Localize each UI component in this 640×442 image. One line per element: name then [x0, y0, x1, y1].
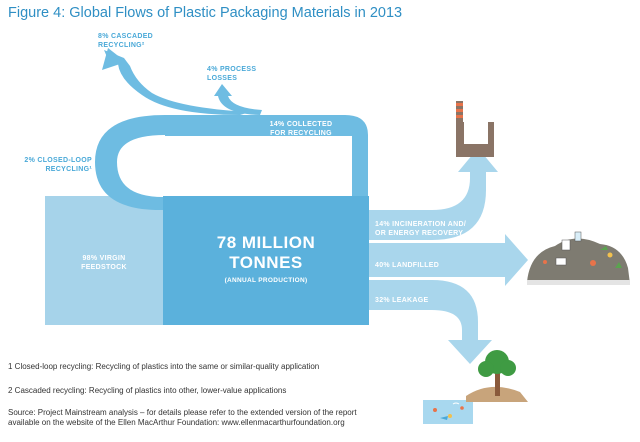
footnote-closed-loop: 1 Closed-loop recycling: Recycling of pl… [8, 362, 320, 371]
closed-loop-return [116, 135, 166, 197]
collected-recycling-label: 14% COLLECTED FOR RECYCLING [269, 121, 333, 137]
process-losses-flow [214, 84, 262, 115]
footnote-cascaded: 2 Cascaded recycling: Recycling of plast… [8, 386, 287, 395]
leakage-label: 32% LEAKAGE [375, 297, 429, 304]
source-note: Source: Project Mainstream analysis – fo… [8, 408, 357, 427]
virgin-feedstock-label: 98% VIRGIN FEEDSTOCK [81, 255, 127, 271]
leakage-flow [368, 280, 492, 364]
landfill-flow [368, 234, 528, 286]
annual-production-value: 78 MILLION TONNES [216, 233, 316, 272]
cascaded-arrowhead [102, 48, 126, 70]
cascaded-recycling-label: 8% CASCADED RECYCLING² [98, 33, 154, 49]
process-losses-label: 4% PROCESS LOSSES [207, 66, 257, 82]
annual-production-block [163, 196, 369, 325]
landfilled-label: 40% LANDFILLED [375, 262, 440, 269]
incineration-label: 14% INCINERATION AND/ OR ENERGY RECOVERY [375, 221, 467, 237]
collected-recycling-loop [95, 115, 368, 210]
factory-chimney-icon [456, 101, 494, 157]
closed-loop-recycling-label: 2% CLOSED-LOOP RECYCLING¹ [24, 157, 92, 173]
landfill-heap-icon [527, 231, 630, 285]
incineration-flow [368, 148, 498, 240]
figure-title: Figure 4: Global Flows of Plastic Packag… [8, 5, 403, 21]
virgin-feedstock-block [45, 196, 163, 325]
ocean-island-icon [423, 350, 528, 424]
annual-production-caption: (ANNUAL PRODUCTION) [224, 277, 308, 284]
